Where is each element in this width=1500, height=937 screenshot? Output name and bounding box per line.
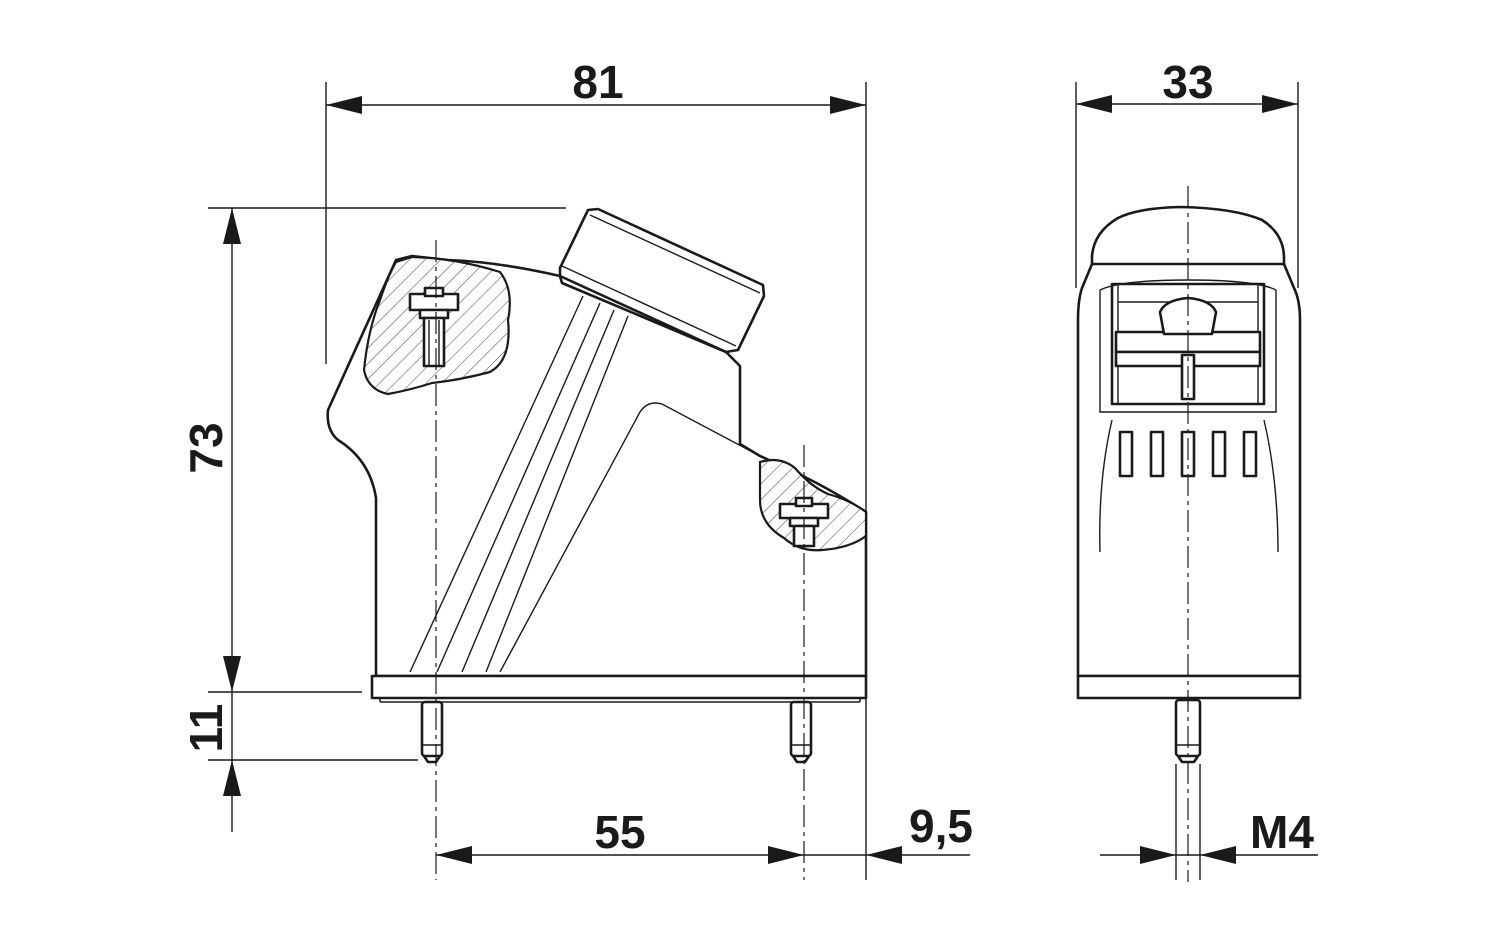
dim-label-11: 11 — [180, 704, 232, 753]
dim-label-73: 73 — [180, 422, 232, 473]
mounting-pin-left — [420, 700, 444, 764]
dim-label-55: 55 — [594, 806, 645, 858]
side-view — [208, 82, 970, 880]
front-slots — [1118, 430, 1258, 478]
diagonal-ribs — [409, 295, 761, 673]
front-view — [1075, 82, 1318, 882]
dim-label-81: 81 — [572, 56, 623, 108]
upper-screw — [408, 286, 460, 368]
mounting-pin-right — [789, 700, 813, 764]
base-plate — [370, 674, 868, 700]
dim-label-9-5: 9,5 — [909, 800, 973, 852]
dim-label-33: 33 — [1162, 56, 1213, 108]
cable-clamp — [558, 207, 766, 354]
dim-label-m4: M4 — [1250, 806, 1314, 858]
